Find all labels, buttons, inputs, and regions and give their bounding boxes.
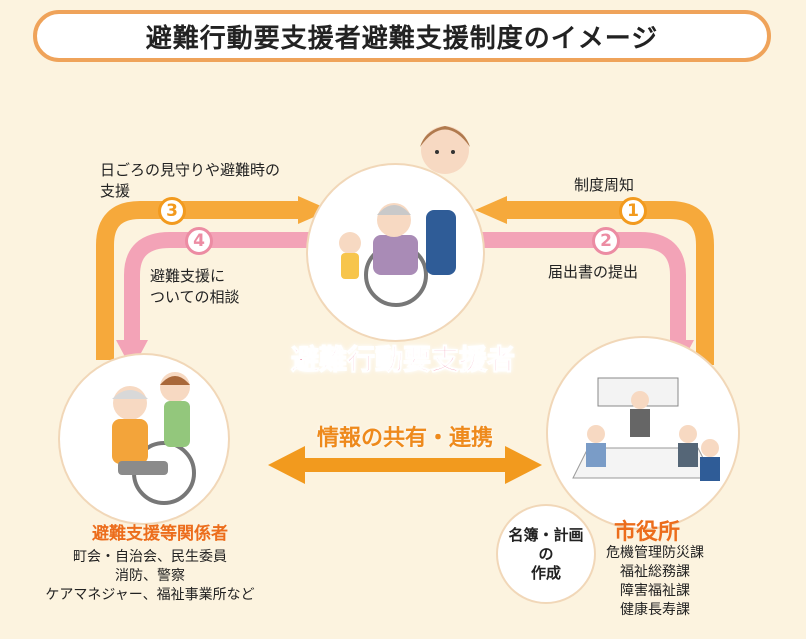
city-hall-circle [548, 338, 738, 528]
share-arrow-bar [300, 458, 510, 472]
page-title: 避難行動要支援者避難支援制度のイメージ [145, 23, 659, 54]
step-badge-1: 1 [619, 197, 647, 225]
step-badge-4: 4 [185, 227, 213, 255]
share-arrow-left-head [268, 446, 305, 484]
department-item: 健康長寿課 [620, 602, 690, 618]
center-label: 避難行動要支援者 [290, 343, 515, 377]
roster-plan-line: 名簿・計画 [508, 525, 584, 544]
supporters-item: 町会・自治会、民生委員 [73, 549, 227, 565]
department-item: 福祉総務課 [620, 564, 690, 580]
supporters-item: ケアマネジャー、福祉事業所など [45, 587, 255, 603]
roster-plan-line: 作成 [530, 563, 561, 582]
arrow-2-line [480, 232, 686, 345]
roster-plan-line: の [538, 544, 554, 563]
title-banner: 避難行動要支援者避難支援制度のイメージ [33, 10, 771, 62]
roster-plan-circle: 名簿・計画 の 作成 [498, 506, 594, 602]
arrow-3-head [298, 196, 330, 224]
center-circle [308, 165, 483, 340]
supporters-list: 町会・自治会、民生委員 消防、警察 ケアマネジャー、福祉事業所など [40, 548, 260, 605]
arrow-3-line [96, 201, 300, 360]
supporters-item: 消防、警察 [115, 568, 185, 584]
arrow-1-head [475, 196, 507, 224]
share-label: 情報の共有・連携 [316, 426, 493, 451]
flow-4-label-line2: ついての相談 [150, 288, 240, 306]
step-badge-2: 2 [592, 227, 620, 255]
department-item: 障害福祉課 [620, 583, 690, 599]
flow-3-label-line1: 日ごろの見守りや避難時の [100, 161, 281, 179]
step-badge-3: 3 [158, 197, 186, 225]
department-item: 危機管理防災課 [606, 545, 704, 561]
arrow-4-line [124, 232, 470, 345]
share-arrow-right-head [505, 446, 542, 484]
department-list: 危機管理防災課 福祉総務課 障害福祉課 健康長寿課 [590, 544, 720, 620]
flow-3-label-line2: 支援 [100, 182, 131, 200]
caregiver-icon [420, 126, 470, 174]
supporters-title: 避難支援等関係者 [92, 524, 228, 544]
flow-1-label: 制度周知 [574, 176, 635, 194]
flow-2-label: 届出書の提出 [548, 263, 639, 281]
flow-4-label-line1: 避難支援に [150, 267, 226, 285]
wheelchair-family-illustration [339, 203, 456, 307]
supporters-illustration [112, 372, 196, 505]
meeting-illustration [572, 377, 720, 481]
arrow-1-line [505, 201, 714, 365]
city-hall-title: 市役所 [614, 520, 681, 545]
supporters-circle [60, 355, 228, 523]
caregiver-figure [410, 112, 480, 192]
